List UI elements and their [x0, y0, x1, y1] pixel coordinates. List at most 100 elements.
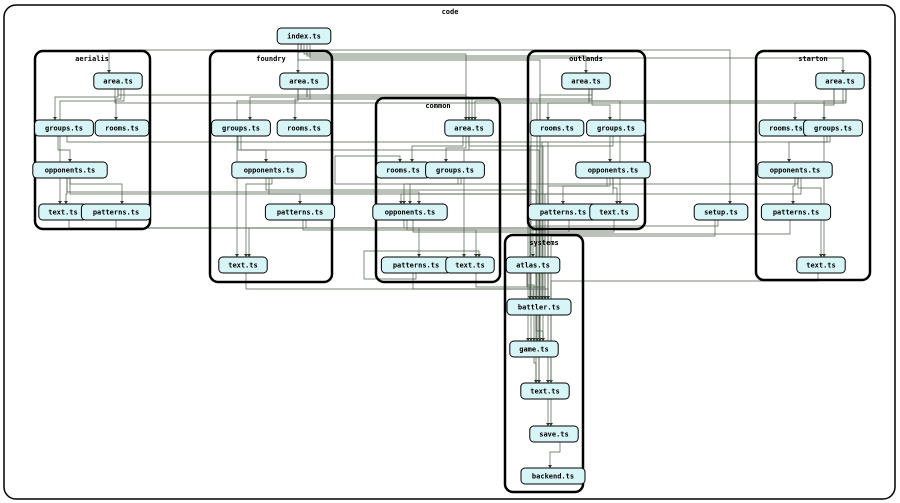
node-aer-pat[interactable]: patterns.ts — [80, 203, 152, 221]
node-out-text[interactable]: text.ts — [589, 203, 639, 221]
node-label: groups.ts — [814, 125, 852, 133]
node-index[interactable]: index.ts — [276, 27, 332, 45]
cluster-starton-label: starton — [798, 55, 828, 63]
edge-sta_area-to-sys_game — [530, 89, 844, 341]
node-fou-rooms[interactable]: rooms.ts — [276, 119, 332, 137]
node-out-groups[interactable]: groups.ts — [586, 119, 646, 137]
edge-arrowhead — [247, 254, 251, 257]
node-out-pat[interactable]: patterns.ts — [527, 203, 599, 221]
edge-arrowhead — [107, 70, 111, 73]
node-sta-groups[interactable]: groups.ts — [803, 119, 863, 137]
edge-sta_opp-to-sta_pat — [792, 178, 796, 204]
cluster-aerialis-label: aerialis — [75, 55, 109, 63]
node-label: area.ts — [454, 125, 484, 133]
node-aer-opp[interactable]: opponents.ts — [32, 161, 108, 179]
node-fou-text[interactable]: text.ts — [218, 256, 268, 274]
edge-aer_opp-to-aer_pat — [69, 178, 123, 204]
node-box — [693, 203, 749, 221]
edge-arrowhead — [293, 117, 297, 120]
node-sta-opp[interactable]: opponents.ts — [757, 161, 833, 179]
node-aer-rooms[interactable]: rooms.ts — [94, 119, 150, 137]
node-out-opp[interactable]: opponents.ts — [575, 161, 651, 179]
node-label: text.ts — [806, 262, 836, 270]
edge-arrowhead — [546, 117, 550, 120]
node-aer-area[interactable]: area.ts — [93, 72, 143, 90]
edge-sta_area-to-sta_text — [823, 89, 847, 257]
node-box — [589, 203, 639, 221]
node-label: rooms.ts — [769, 125, 803, 133]
node-box — [757, 161, 833, 179]
node-sys-backend[interactable]: backend.ts — [520, 467, 586, 485]
edge-arrowhead — [473, 117, 477, 120]
edge-arrowhead — [248, 117, 252, 120]
node-label: opponents.ts — [45, 167, 96, 175]
edge-arrowhead — [53, 117, 57, 120]
edge-arrowhead — [120, 201, 124, 204]
edge-arrowhead — [608, 159, 612, 162]
node-box — [34, 119, 94, 137]
node-com-groups[interactable]: groups.ts — [425, 161, 485, 179]
edge-fou_opp-to-sys_battler — [265, 178, 537, 299]
node-label: patterns.ts — [773, 209, 819, 217]
edge-sta_area-to-sta_rooms — [794, 89, 847, 120]
edge-arrowhead — [477, 254, 481, 257]
node-sys-battler[interactable]: battler.ts — [506, 298, 572, 316]
cluster-systems-label: systems — [529, 239, 559, 247]
node-label: text.ts — [530, 388, 560, 396]
node-box — [520, 382, 570, 400]
edge-sta_area-to-com_area — [474, 89, 835, 120]
node-label: patterns.ts — [277, 209, 323, 217]
node-sys-text[interactable]: text.ts — [520, 382, 570, 400]
edge-com_groups-to-com_rooms — [334, 155, 459, 185]
node-sys-save[interactable]: save.ts — [529, 425, 579, 443]
node-box — [279, 72, 329, 90]
node-sta-area[interactable]: area.ts — [815, 72, 865, 90]
edge-aer_opp-to-com_opp — [66, 178, 420, 204]
node-setup[interactable]: setup.ts — [693, 203, 749, 221]
edge-aer_area-to-aer_rooms — [115, 89, 122, 120]
cluster-common — [374, 96, 502, 284]
node-fou-groups[interactable]: groups.ts — [211, 119, 271, 137]
edge-arrowhead — [474, 254, 478, 257]
node-box — [506, 298, 572, 316]
root-frame-label: code — [442, 8, 459, 16]
node-sys-game[interactable]: game.ts — [509, 340, 559, 358]
node-fou-pat[interactable]: patterns.ts — [264, 203, 336, 221]
node-fou-opp[interactable]: opponents.ts — [231, 161, 307, 179]
edge-arrowhead — [462, 254, 466, 257]
node-com-rooms[interactable]: rooms.ts — [375, 161, 431, 179]
edge-fou_opp-to-fou_pat — [268, 178, 301, 204]
node-com-area[interactable]: area.ts — [444, 119, 494, 137]
node-label: rooms.ts — [540, 125, 574, 133]
node-label: setup.ts — [704, 209, 738, 217]
edge-arrowhead — [526, 338, 530, 341]
edge-index-to-out_area — [306, 44, 587, 73]
node-fou-area[interactable]: area.ts — [279, 72, 329, 90]
edge-arrowhead — [467, 117, 471, 120]
node-sys-atlas[interactable]: atlas.ts — [505, 256, 561, 274]
node-box — [218, 256, 268, 274]
node-box — [520, 467, 586, 485]
edge-arrowhead — [410, 159, 414, 162]
node-com-pat[interactable]: patterns.ts — [380, 256, 452, 274]
node-label: save.ts — [539, 431, 569, 439]
node-box — [93, 72, 143, 90]
edge-arrowhead — [531, 296, 535, 299]
node-sta-pat[interactable]: patterns.ts — [760, 203, 832, 221]
edge-sys_save-to-sys_backend — [549, 442, 561, 468]
edge-sta_opp-to-com_opp — [403, 178, 799, 204]
node-label: opponents.ts — [770, 167, 821, 175]
edge-arrowhead — [822, 254, 826, 257]
node-com-opp[interactable]: opponents.ts — [372, 203, 448, 221]
node-sta-text[interactable]: text.ts — [796, 256, 846, 274]
node-com-text[interactable]: text.ts — [445, 256, 495, 274]
edge-arrowhead — [244, 254, 248, 257]
node-label: patterns.ts — [540, 209, 586, 217]
node-aer-text[interactable]: text.ts — [38, 203, 88, 221]
node-box — [586, 119, 646, 137]
edge-arrowhead — [541, 338, 545, 341]
node-out-area[interactable]: area.ts — [561, 72, 611, 90]
node-aer-groups[interactable]: groups.ts — [34, 119, 94, 137]
node-out-rooms[interactable]: rooms.ts — [529, 119, 585, 137]
